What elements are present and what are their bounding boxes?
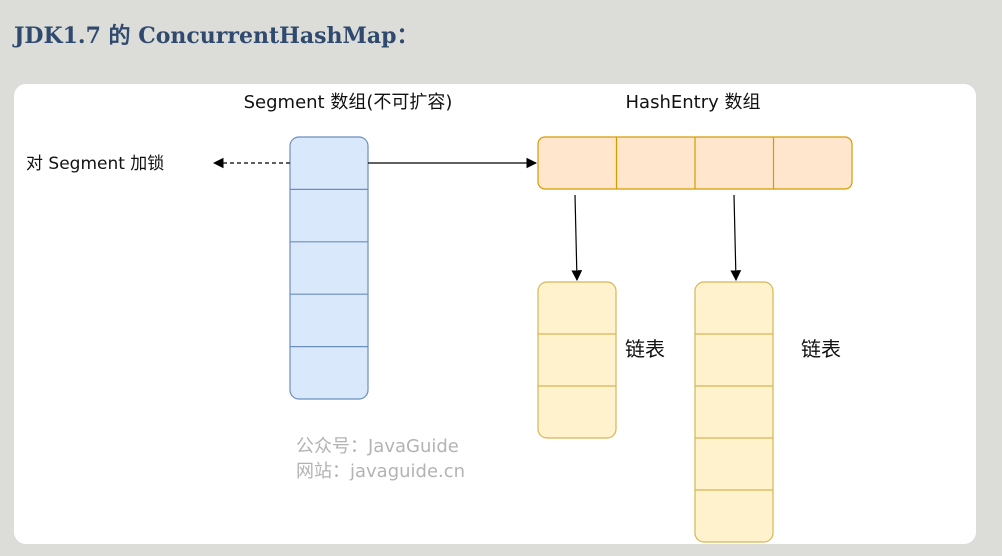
linked-list-1 — [537, 281, 617, 439]
lock-label: 对 Segment 加锁 — [26, 154, 164, 174]
concurrenthashmap-diagram: Segment 数组(不可扩容) HashEntry 数组 对 Segment … — [26, 92, 853, 543]
hashentry-array — [537, 136, 853, 190]
linked-list-1-label: 链表 — [625, 337, 665, 361]
segment-array-outline — [289, 136, 369, 400]
segment-array — [289, 136, 369, 400]
linked-list-2-outline — [694, 281, 774, 543]
linked-list-2 — [694, 281, 774, 543]
linked-list-1-outline — [537, 281, 617, 439]
hashentry-to-list-1-arrow — [571, 194, 583, 282]
diagram-canvas: Segment 数组(不可扩容) HashEntry 数组 对 Segment … — [14, 84, 976, 544]
linked-list-2-label: 链表 — [801, 337, 841, 361]
hashentry-array-label: HashEntry 数组 — [626, 92, 761, 113]
hashentry-to-list-2-arrow — [730, 194, 742, 282]
segment-array-label: Segment 数组(不可扩容) — [244, 92, 453, 113]
section-heading: JDK1.7 的 ConcurrentHashMap： — [14, 23, 419, 49]
watermark-line-1: 公众号：JavaGuide — [296, 436, 459, 457]
watermark-line-2: 网站：javaguide.cn — [296, 461, 465, 482]
